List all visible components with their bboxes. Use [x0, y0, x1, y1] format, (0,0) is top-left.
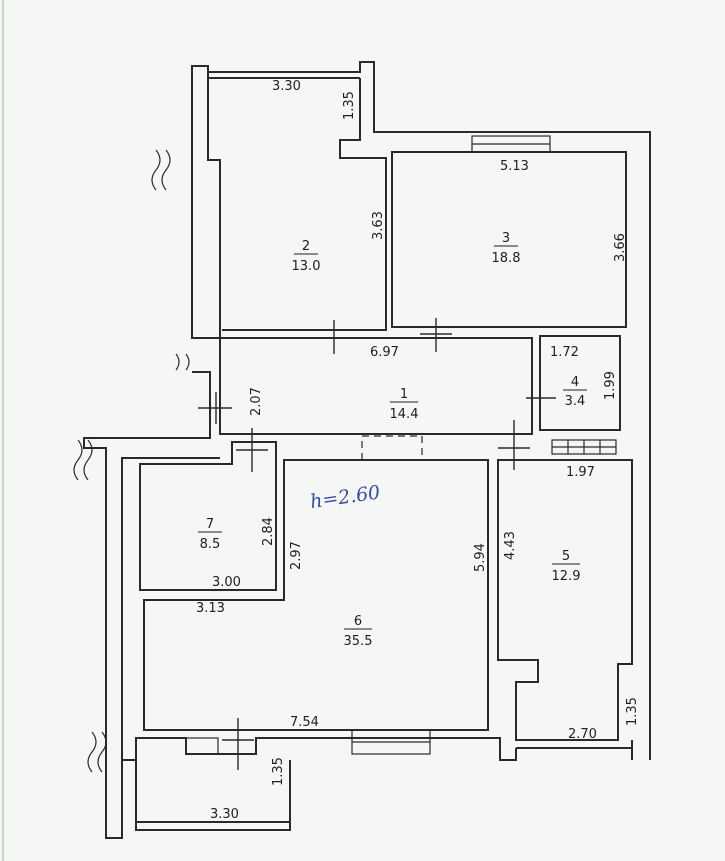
room-6-number: 6	[354, 614, 362, 629]
dim-balcony-top-width: 3.30	[272, 79, 301, 94]
dim-room7-height: 2.84	[261, 517, 276, 546]
ceiling-height-note: h=2.60	[309, 481, 382, 513]
room-labels: 2 13.0 3 18.8 1 14.4 4 3.4 7 8.5 6 35.5	[198, 231, 587, 649]
room-6-area: 35.5	[344, 634, 373, 649]
dim-balcony-bottom-depth: 1.35	[271, 757, 286, 786]
room-2-label: 2 13.0	[292, 239, 321, 274]
wall-top-right	[208, 61, 651, 760]
opening-dashed	[361, 435, 423, 461]
outer-walls	[83, 61, 651, 839]
dim-room5-bottom-width: 2.70	[568, 727, 597, 742]
room-5-area: 12.9	[552, 569, 581, 584]
room-3-label: 3 18.8	[492, 231, 521, 266]
dimension-labels: 3.30 1.35 3.63 5.13 3.66 6.97 2.07 1.72 …	[196, 79, 640, 822]
wall-room2-inner	[222, 78, 387, 331]
room-3-area: 18.8	[492, 251, 521, 266]
break-markers	[73, 149, 190, 773]
wall-room7	[139, 441, 277, 591]
dim-balcony-top-depth: 1.35	[342, 91, 357, 120]
dim-room5-height: 4.43	[503, 531, 518, 560]
window-room6-small	[185, 737, 219, 755]
dim-room5-top-width: 1.97	[566, 465, 595, 480]
dim-room5-bottom-depth: 1.35	[625, 697, 640, 726]
dim-room2-height: 3.63	[371, 211, 386, 240]
room-4-number: 4	[571, 375, 579, 390]
dim-room6-bottom-width: 7.54	[290, 715, 319, 730]
wall-bottom	[122, 737, 517, 761]
room-1-area: 14.4	[390, 407, 419, 422]
room-1-label: 1 14.4	[390, 387, 419, 422]
dim-room4-height: 1.99	[603, 371, 618, 400]
dim-hall-height: 2.07	[249, 387, 264, 416]
room-5-number: 5	[562, 549, 570, 564]
room-5-label: 5 12.9	[552, 549, 581, 584]
dim-room4-width: 1.72	[550, 345, 579, 360]
room-2-area: 13.0	[292, 259, 321, 274]
dim-room3-width: 5.13	[500, 159, 529, 174]
room-7-area: 8.5	[200, 537, 221, 552]
dim-room6-top-width: 3.13	[196, 601, 225, 616]
dim-balcony-bottom-width: 3.30	[210, 807, 239, 822]
door-markers	[198, 318, 556, 770]
wall-balcony-bottom	[135, 760, 291, 831]
wall-room2-left	[191, 65, 221, 339]
dim-room6-right-height: 5.94	[473, 543, 488, 572]
room-4-area: 3.4	[565, 394, 586, 409]
break-marker-top	[151, 149, 171, 191]
wall-room4	[539, 335, 621, 431]
room-7-label: 7 8.5	[198, 517, 222, 552]
dim-room3-height: 3.66	[613, 233, 628, 262]
wall-left-lower	[83, 371, 220, 839]
wall-room5	[497, 459, 633, 741]
dim-hall-width: 6.97	[370, 345, 399, 360]
room-7-number: 7	[206, 517, 214, 532]
wall-room6	[143, 459, 489, 731]
wall-hallway	[219, 337, 533, 435]
break-marker-left	[73, 439, 93, 481]
room-4-label: 4 3.4	[563, 375, 587, 409]
room-2-number: 2	[302, 239, 310, 254]
dim-room7-width: 3.00	[212, 575, 241, 590]
room-1-number: 1	[400, 387, 408, 402]
break-marker-bottom	[87, 731, 107, 773]
break-marker-mid	[175, 353, 190, 371]
dim-room6-left-height: 2.97	[289, 541, 304, 570]
room-6-label: 6 35.5	[344, 614, 373, 649]
room-3-number: 3	[502, 231, 510, 246]
